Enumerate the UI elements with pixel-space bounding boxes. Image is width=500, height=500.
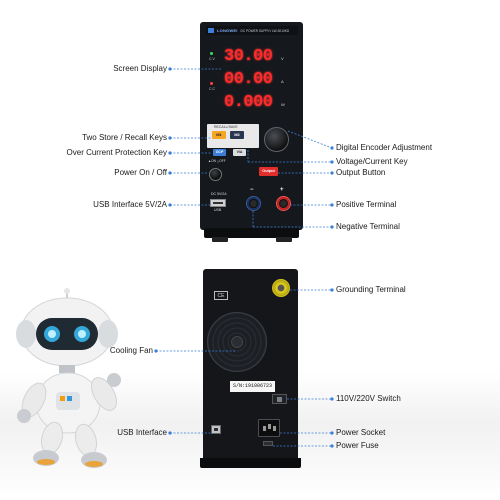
callout-output: Output Button [336,168,386,177]
positive-terminal[interactable] [276,196,291,211]
va-key[interactable]: V/A [233,149,246,156]
voltage-switch[interactable] [272,394,287,404]
power-socket[interactable] [258,419,280,437]
usb-port[interactable] [210,199,226,207]
back-usb-port[interactable] [211,425,221,434]
output-button[interactable]: Output [259,167,278,176]
voltage-unit: V [281,56,284,61]
positive-sign: + [280,187,284,193]
fan-hub [231,336,243,348]
callout-ocp-key: Over Current Protection Key [66,148,167,157]
cv-indicator: C.V [209,57,215,61]
back-base [200,458,301,468]
encoder-knob[interactable] [264,127,289,152]
power-button[interactable] [209,168,222,181]
callout-switch: 110V/220V Switch [336,394,401,403]
usb-rating-label: DC 5V/2A [211,192,227,196]
callout-cooling-fan: Cooling Fan [109,346,153,355]
power-fuse [263,441,273,446]
callout-power: Power On / Off [114,168,167,177]
front-base [204,228,299,238]
ce-mark: CE [214,291,228,300]
negative-terminal[interactable] [246,196,261,211]
callout-fuse: Power Fuse [336,441,379,450]
callout-ground: Grounding Terminal [336,285,406,294]
callout-usb: USB Interface 5V/2A [93,200,167,209]
callout-screen-display: Screen Display [113,64,167,73]
brand-logo-icon [208,28,214,33]
front-header: LONGWEI DC POWER SUPPLY LW-3010KD [206,26,298,35]
current-unit: A [281,79,284,84]
cc-indicator: C.C [209,87,216,91]
callout-va-key: Voltage/Current Key [336,157,408,166]
cv-led-icon [210,52,213,55]
m1-key[interactable]: M1 [212,131,226,139]
negative-sign: − [250,187,254,193]
callout-encoder: Digital Encoder Adjustment [336,143,433,152]
cc-led-icon [210,82,213,85]
power-marks: ▲ON △OFF [208,159,226,163]
front-foot-right [276,237,292,242]
robot-mascot-icon [16,288,121,468]
voltage-readout: 30.00 [224,47,273,66]
front-foot-left [212,237,228,242]
model-name: DC POWER SUPPLY LW-3010KD [240,28,290,33]
current-readout: 00.00 [224,70,273,89]
serial-sticker: S/N:191006723 [230,381,275,392]
brand-name: LONGWEI [217,28,238,33]
callout-store-recall: Two Store / Recall Keys [82,133,167,142]
callout-socket: Power Socket [336,428,386,437]
usb-label: USB [214,208,222,212]
m2-key[interactable]: M2 [230,131,244,139]
callout-usb-back: USB Interface [117,428,167,437]
callout-negative: Negative Terminal [336,222,400,231]
power-readout: 0.000 [224,93,273,112]
ocp-key[interactable]: OCP [213,149,226,156]
callout-positive: Positive Terminal [336,200,397,209]
cooling-fan-icon [207,312,267,372]
power-unit: W [281,102,285,107]
recall-save-label: RECALL/SAVE [214,125,238,129]
grounding-terminal[interactable] [272,279,290,297]
